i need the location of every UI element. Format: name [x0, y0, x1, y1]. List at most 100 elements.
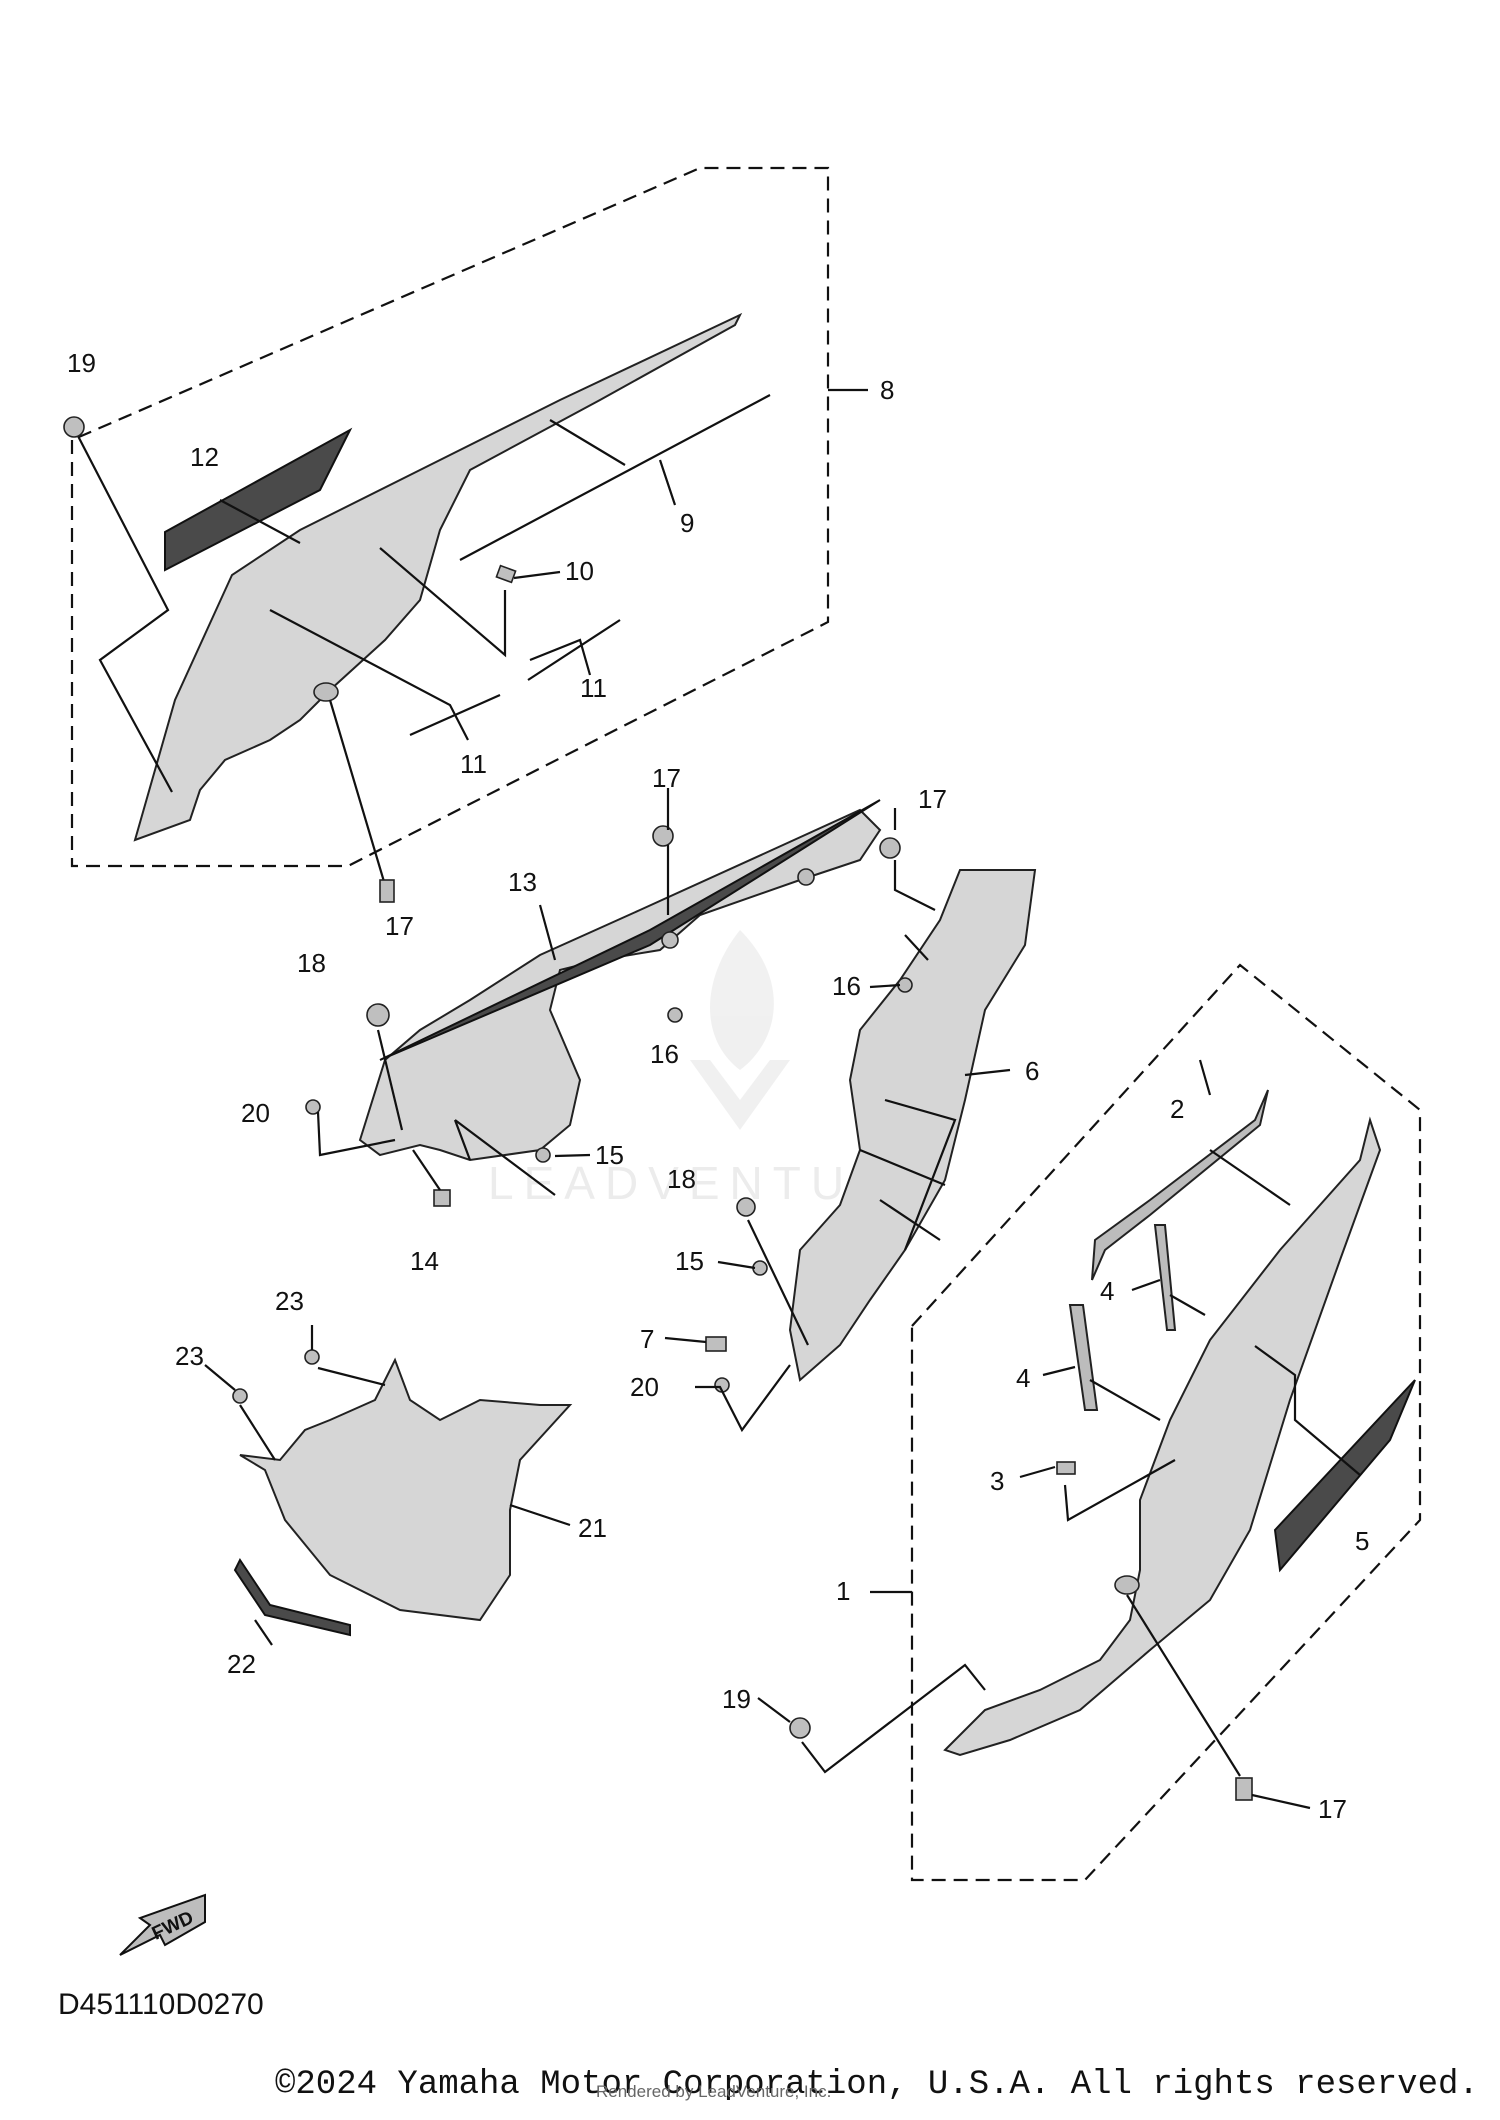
leader-18-mid [376, 1029, 404, 1131]
upper-cowl-hole [313, 682, 339, 702]
part-13-hole [797, 868, 815, 886]
assembly-1-outline [910, 963, 1422, 1882]
part-3-clip [1056, 1461, 1076, 1475]
callout-23a: 23 [275, 1286, 304, 1316]
callout-15b: 15 [675, 1246, 704, 1276]
leader-6 [964, 1068, 1011, 1077]
callout-11a: 11 [580, 673, 607, 703]
part-10-clip [495, 564, 517, 584]
leader-7 [664, 1336, 707, 1344]
callout-4b: 4 [1016, 1363, 1030, 1393]
part-8-upper-cowl [133, 312, 743, 842]
leader-12 [219, 499, 301, 544]
part-20-bolt-a [305, 1099, 321, 1115]
leader-17-right [893, 808, 936, 961]
leader-10 [513, 570, 561, 580]
leader-16-right [869, 983, 901, 989]
leader-18-lower [747, 1219, 809, 1346]
leader-22 [254, 1619, 273, 1646]
callout-15a: 15 [595, 1140, 624, 1170]
callout-23b: 23 [175, 1341, 204, 1371]
callout-17c: 17 [918, 784, 947, 814]
callout-18b: 18 [667, 1164, 696, 1194]
part-15-nut-a [535, 1147, 551, 1163]
leader-20-mid [316, 1111, 396, 1157]
callout-1: 1 [836, 1576, 850, 1606]
part-6-ribs [859, 1098, 957, 1251]
part-12-decal [164, 427, 353, 572]
leader-3 [1019, 1459, 1176, 1522]
leader-2 [1198, 1059, 1291, 1206]
leader-13 [538, 904, 557, 961]
part-18-bolt-a [366, 1003, 390, 1027]
leader-20-lower [695, 1364, 791, 1433]
callout-13: 13 [508, 867, 537, 897]
part-11-strip-a [527, 619, 621, 681]
part-5-decal [1273, 1379, 1416, 1573]
part-17-bolt-b [652, 825, 674, 847]
callout-17a: 17 [385, 911, 414, 941]
part-22-strip [233, 1558, 351, 1637]
part-7-clip [705, 1336, 727, 1352]
part-9-trim [459, 394, 771, 561]
leader-4a [1131, 1278, 1206, 1316]
rendered-by-text: Rendered by LeadVenture, Inc. [596, 2082, 832, 2101]
leader-23a [310, 1325, 386, 1387]
leader-14 [412, 1149, 441, 1191]
fwd-arrow-icon: FWD [119, 1893, 206, 1956]
part-17-bolt-c [879, 837, 901, 859]
callout-6: 6 [1025, 1056, 1039, 1086]
callout-4a: 4 [1100, 1276, 1114, 1306]
leader-9a [549, 419, 626, 466]
callout-17d: 17 [1318, 1794, 1347, 1824]
callout-16a: 16 [650, 1039, 679, 1069]
watermark-logo [690, 930, 790, 1130]
callout-2: 2 [1170, 1094, 1184, 1124]
part-14-grommet [433, 1189, 451, 1207]
callout-19a: 19 [67, 348, 96, 378]
leader-17-upper [328, 699, 387, 886]
callout-3: 3 [990, 1466, 1004, 1496]
leader-11-bottom [269, 609, 469, 741]
leader-15-mid [453, 1119, 591, 1196]
leader-19-bottom [757, 1663, 986, 1774]
callout-17b: 17 [652, 763, 681, 793]
leader-17-bottom [1126, 1594, 1311, 1810]
callout-12: 12 [190, 442, 219, 472]
callout-18a: 18 [297, 948, 326, 978]
leader-19-top [77, 435, 173, 793]
callout-8: 8 [880, 375, 894, 405]
leader-9b [658, 459, 677, 506]
callout-9: 9 [680, 508, 694, 538]
part-15-nut-b [752, 1260, 768, 1276]
callout-21: 21 [578, 1513, 607, 1543]
part-1-hole [1114, 1575, 1140, 1595]
diagram-code: D451110D0270 [58, 1988, 264, 2021]
assembly-8-outline [70, 166, 830, 868]
part-13-edge [379, 799, 881, 1061]
part-6-side-panel [788, 869, 1037, 1382]
part-19-bolt-top [63, 416, 85, 438]
leader-23b [204, 1364, 276, 1461]
part-18-bolt-b [736, 1197, 756, 1217]
part-16-nut-a [667, 1007, 683, 1023]
part-17-bolt-a [379, 879, 395, 903]
callout-16b: 16 [832, 971, 861, 1001]
part-23-clip-a [304, 1349, 320, 1365]
leader-15-lower [717, 1260, 756, 1270]
callout-20b: 20 [630, 1372, 659, 1402]
leader-11-top [379, 547, 507, 658]
part-13-hole-b [661, 931, 679, 949]
callout-11b: 11 [460, 749, 487, 779]
part-21-lower-panel [239, 1357, 573, 1622]
callout-10: 10 [565, 556, 594, 586]
part-17-bolt-d [1235, 1777, 1253, 1801]
leader-21 [509, 1503, 571, 1527]
part-2-trim [1091, 1089, 1269, 1281]
part-1-lower-cowl [943, 1116, 1382, 1757]
copyright-text: ©2024 Yamaha Motor Corporation, U.S.A. A… [275, 2066, 1479, 2104]
leader-11-top2 [529, 638, 592, 676]
leader-5 [1254, 1345, 1361, 1476]
callout-22: 22 [227, 1649, 256, 1679]
